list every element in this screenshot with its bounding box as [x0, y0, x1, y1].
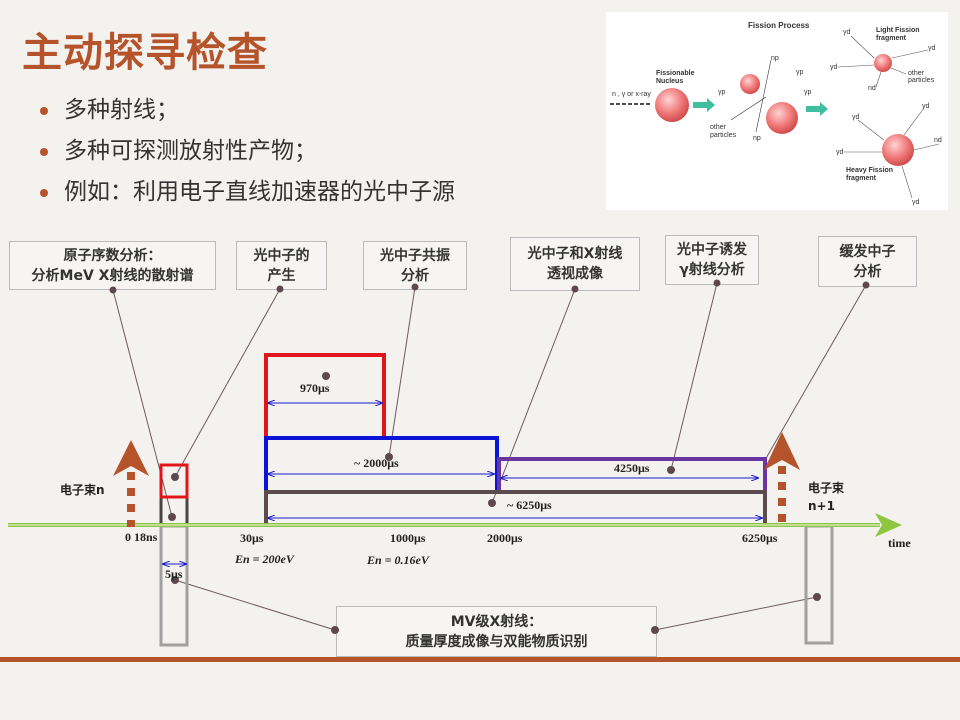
- energy-label-30: En = 200eV: [234, 552, 295, 566]
- bullet-text: 多种射线；: [64, 97, 179, 123]
- gd-label: γd: [830, 64, 838, 71]
- bullet-dot-icon: [40, 188, 48, 197]
- gd-label: γd: [843, 29, 851, 36]
- other-particles-label: particles: [908, 77, 935, 84]
- np-label: np: [771, 55, 779, 62]
- time-axis-label: time: [888, 536, 911, 550]
- label-line: 原子序数分析：: [63, 247, 162, 264]
- bullet-item: 例如：利用电子直线加速器的光中子源: [40, 174, 455, 215]
- fission-title: Fission Process: [748, 21, 810, 30]
- xray-pulse-n1: [804, 524, 834, 645]
- xray-pulse-n: [159, 524, 189, 647]
- time-axis-arrow-icon: [875, 513, 902, 537]
- scatter-window: [159, 495, 189, 527]
- arrow-icon: [806, 102, 828, 116]
- bullet-dot-icon: [40, 147, 48, 156]
- label-line: 分析MeV X射线的散射谱: [31, 267, 194, 284]
- production-window: [159, 463, 189, 499]
- other-particles-label: particles: [710, 132, 737, 139]
- label-line: 产生: [267, 267, 296, 284]
- label-line: 分析: [853, 263, 882, 280]
- gd-label: γd: [852, 114, 860, 121]
- label-delayed-neutron-analysis: 缓发中子分析: [818, 236, 917, 287]
- label-atomic-number-analysis: 原子序数分析： 分析MeV X射线的散射谱: [9, 241, 216, 290]
- bullet-text: 例如：利用电子直线加速器的光中子源: [64, 179, 455, 205]
- callout-dots: [109, 279, 870, 634]
- slide-title: 主动探寻检查: [22, 30, 268, 76]
- callout-lines: [112, 282, 867, 631]
- label-line: 光中子诱发: [677, 242, 747, 258]
- heavy-fragment-ball: [882, 134, 914, 166]
- total-duration-label: ~ 6250μs: [507, 498, 552, 512]
- beam-n1-label: n+1: [808, 499, 835, 513]
- resonance-window: [264, 353, 386, 437]
- other-particles-label: other: [908, 70, 925, 77]
- beam-n-label: 电子束n: [60, 482, 105, 497]
- beam-n1-label: 电子束: [808, 480, 845, 495]
- label-line: 光中子的: [253, 247, 310, 264]
- label-resonance-analysis: 光中子共振分析: [363, 241, 467, 290]
- light-fragment-label: Light Fission: [876, 27, 920, 34]
- nucleus-label: Fissionable: [656, 70, 695, 77]
- bullet-item: 多种射线；: [40, 92, 455, 133]
- label-line: 分析: [401, 267, 429, 284]
- fragment-ball: [766, 102, 798, 134]
- arrow-icon: [693, 98, 715, 112]
- bullet-dot-icon: [40, 106, 48, 115]
- gd-label: γd: [928, 45, 936, 52]
- electron-beam-n1-arrow: [764, 432, 800, 527]
- bullet-item: 多种可探测放射性产物；: [40, 133, 455, 174]
- heavy-fragment-label: Heavy Fission: [846, 167, 893, 174]
- energy-label-1000: En = 0.16eV: [366, 553, 430, 567]
- nd-label: nd: [868, 85, 876, 92]
- label-line: 透视成像: [547, 266, 603, 282]
- tick-label: 1000μs: [390, 531, 426, 545]
- nucleus-label: Nucleus: [656, 78, 683, 85]
- light-fragment-ball: [874, 54, 892, 72]
- light-fragment-label: fragment: [876, 35, 907, 42]
- other-particles-label: other: [710, 124, 727, 131]
- tick-label: 2000μs: [487, 531, 523, 545]
- label-mv-xray: MV级X射线： 质量厚度成像与双能物质识别: [336, 606, 657, 657]
- fissionable-nucleus: [655, 88, 689, 122]
- incoming-label: n , γ or x-ray: [612, 91, 651, 98]
- tick-label: 0 18ns: [125, 530, 158, 544]
- gp-label: γp: [804, 89, 812, 96]
- gd-label: γd: [836, 149, 844, 156]
- gamma-window: [497, 457, 767, 491]
- gp-label: γp: [796, 69, 804, 76]
- heavy-fragment-label: fragment: [846, 175, 877, 182]
- tick-label: 6250μs: [742, 531, 778, 545]
- tick-label: 30μs: [240, 531, 264, 545]
- label-gamma-analysis: 光中子诱发 γ射线分析: [665, 235, 759, 285]
- fission-process-figure: Fission Process Fissionable Nucleus n , …: [606, 12, 948, 210]
- gd-label: γd: [912, 199, 920, 206]
- label-line: MV级X射线：: [450, 613, 543, 630]
- gamma-duration-label: 4250μs: [614, 461, 650, 475]
- label-line: 缓发中子: [839, 243, 896, 260]
- label-line: 光中子和X射线: [527, 246, 623, 262]
- gd-label: γd: [922, 103, 930, 110]
- total-window: [264, 490, 767, 524]
- np-label: np: [753, 135, 761, 142]
- label-line: 质量厚度成像与双能物质识别: [405, 633, 588, 650]
- footer-divider: [0, 657, 960, 662]
- resonance-duration-label: 970μs: [300, 381, 330, 395]
- label-line: γ射线分析: [679, 262, 745, 278]
- bullet-list: 多种射线； 多种可探测放射性产物； 例如：利用电子直线加速器的光中子源: [40, 92, 455, 215]
- fragment-ball: [740, 74, 760, 94]
- pulse-width-label: 5μs: [165, 567, 183, 581]
- imaging-duration-label: ~ 2000μs: [354, 456, 399, 470]
- label-line: 光中子共振: [380, 247, 450, 264]
- nd-label: nd: [934, 137, 942, 144]
- label-photoneutron-production: 光中子的产生: [236, 241, 327, 290]
- label-radiographic-imaging: 光中子和X射线透视成像: [510, 237, 640, 291]
- bullet-text: 多种可探测放射性产物；: [64, 138, 317, 164]
- gp-label: γp: [718, 89, 726, 96]
- electron-beam-n-arrow: [113, 440, 149, 527]
